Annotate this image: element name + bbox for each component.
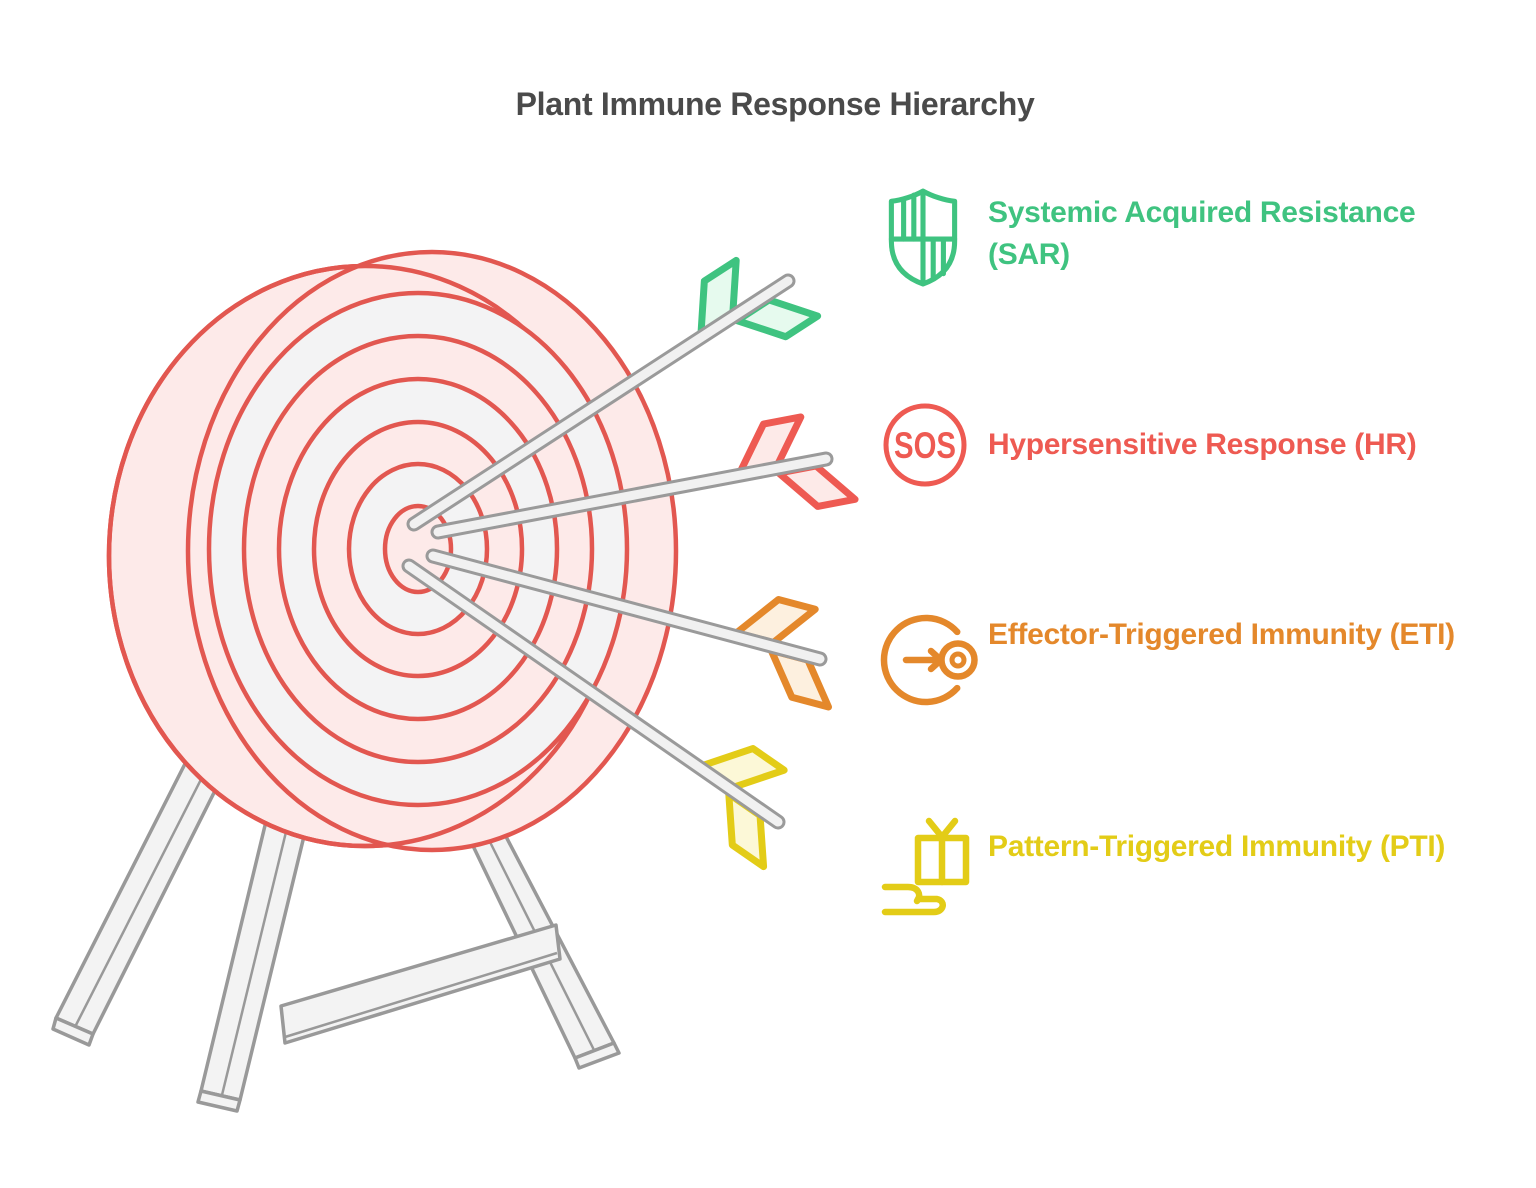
page-title: Plant Immune Response Hierarchy — [515, 86, 1035, 122]
arrows — [401, 256, 859, 871]
gift-offering-hand-icon — [881, 817, 970, 916]
arrow-yellow — [401, 558, 788, 871]
legend-label-hr: Hypersensitive Response (HR) — [988, 428, 1417, 461]
arrow-red — [430, 413, 859, 540]
stand-crossbar — [279, 923, 562, 1045]
legend-label-pti: Pattern-Triggered Immunity (PTI) — [988, 830, 1446, 863]
sos-badge-icon: SOS — [883, 403, 967, 487]
arrow-orange — [425, 548, 833, 711]
arrow-green — [406, 256, 822, 532]
arrow-to-target-icon — [880, 614, 978, 706]
target-board — [106, 249, 679, 853]
legend-label-sar: Systemic Acquired Resistance (SAR) — [988, 196, 1416, 271]
legend-label-eti: Effector-Triggered Immunity (ETI) — [988, 618, 1455, 651]
shield-icon — [888, 188, 958, 287]
sos-badge-text: SOS — [894, 425, 956, 466]
